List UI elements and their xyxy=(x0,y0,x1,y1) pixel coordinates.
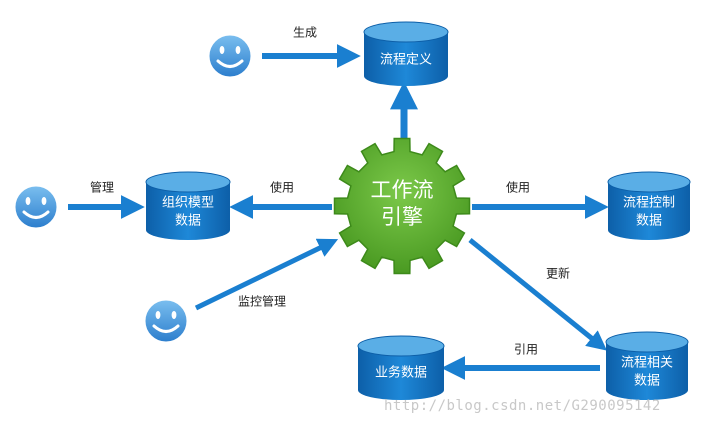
node-label-process-definition: 流程定义 xyxy=(380,53,432,68)
edge-label-update: 更新 xyxy=(546,266,570,281)
node-label-org-model-2: 数据 xyxy=(175,214,201,229)
engine-gear: 工作流 引擎 xyxy=(333,137,471,275)
user-icon-manage xyxy=(12,183,60,231)
cylinder-process-related: 流程相关 数据 xyxy=(605,331,689,400)
cylinder-process-control: 流程控制 数据 xyxy=(607,171,691,240)
user-icon-monitor xyxy=(142,297,190,345)
user-icon-generate xyxy=(206,32,254,80)
node-label-process-related-1: 流程相关 xyxy=(621,356,673,371)
edge-label-use-left: 使用 xyxy=(270,180,294,195)
node-label-process-control-2: 数据 xyxy=(636,214,662,229)
node-label-process-control-1: 流程控制 xyxy=(623,196,675,211)
engine-label-line1: 工作流 xyxy=(371,178,434,202)
edge-label-use-right: 使用 xyxy=(506,180,530,195)
edge-label-monitor: 监控管理 xyxy=(238,294,286,309)
arrow-update xyxy=(468,238,608,351)
cylinder-process-definition: 流程定义 xyxy=(363,21,449,86)
node-label-process-related-2: 数据 xyxy=(634,374,660,389)
cylinder-org-model: 组织模型 数据 xyxy=(145,171,231,240)
cylinder-business-data: 业务数据 xyxy=(357,335,445,400)
node-label-org-model-1: 组织模型 xyxy=(162,196,214,211)
node-label-business-data: 业务数据 xyxy=(375,365,427,381)
edge-label-reference: 引用 xyxy=(514,343,538,357)
edge-label-manage: 管理 xyxy=(90,180,114,195)
watermark: http://blog.csdn.net/G290095142 xyxy=(384,398,661,414)
arrow-monitor xyxy=(194,238,339,311)
engine-label-line2: 引擎 xyxy=(381,205,423,229)
edge-label-generate: 生成 xyxy=(293,26,317,40)
